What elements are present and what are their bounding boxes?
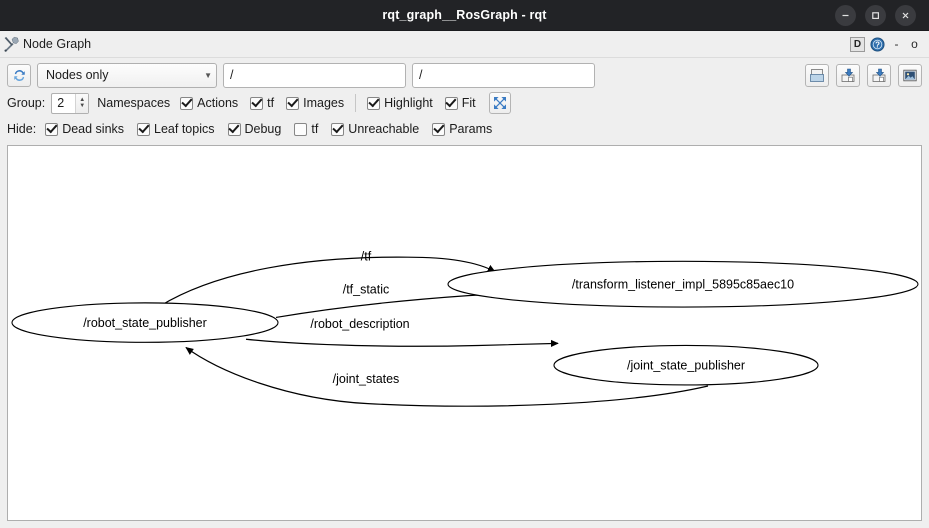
window-titlebar: rqt_graph__RosGraph - rqt	[0, 0, 929, 31]
highlight-label: Highlight	[384, 96, 433, 110]
node-label-transform-listener: /transform_listener_impl_5895c85aec10	[572, 276, 794, 291]
toolbar-separator	[355, 94, 357, 112]
minimize-button[interactable]	[835, 4, 856, 26]
group-label: Group:	[7, 96, 46, 110]
dock-detach-button[interactable]: D	[850, 36, 865, 52]
hide-tf-checkbox[interactable]	[294, 122, 308, 136]
hide-tf-label: tf	[311, 122, 319, 136]
group-value: 2	[57, 96, 65, 110]
debug-checkbox[interactable]	[227, 122, 241, 136]
fit-label: Fit	[461, 96, 476, 110]
checkbox-tf[interactable]: tf	[250, 96, 274, 110]
dead-sinks-checkbox[interactable]	[45, 122, 59, 136]
leaf-topics-checkbox[interactable]	[137, 122, 151, 136]
minimize-icon	[842, 14, 849, 16]
toolbar-options: Group: 2 ▲▼ Namespaces Actions tf Images…	[0, 88, 929, 114]
dock-title: Node Graph	[23, 37, 92, 51]
node-label-joint-state-publisher: /joint_state_publisher	[627, 357, 746, 372]
maximize-icon	[872, 11, 879, 19]
checkbox-leaf-topics[interactable]: Leaf topics	[137, 122, 215, 136]
actions-label: Actions	[197, 96, 239, 110]
graph-node-robot-state-publisher[interactable]: /robot_state_publisher	[11, 302, 279, 343]
refresh-button[interactable]	[7, 63, 31, 87]
svg-text:?: ?	[875, 40, 880, 49]
checkbox-unreachable[interactable]: Unreachable	[331, 122, 419, 136]
dock-close-button[interactable]: o	[911, 37, 918, 51]
window-title: rqt_graph__RosGraph - rqt	[382, 8, 547, 22]
folder-open-icon	[810, 68, 824, 82]
graph-type-combo[interactable]: Nodes only ▼	[37, 62, 217, 88]
images-checkbox[interactable]	[286, 96, 300, 110]
wrench-screwdriver-icon	[4, 36, 19, 52]
graph-node-joint-state-publisher[interactable]: /joint_state_publisher	[553, 344, 819, 386]
save-image-icon	[903, 69, 917, 81]
node-label-robot-state-publisher: /robot_state_publisher	[83, 315, 207, 330]
checkbox-fit[interactable]: Fit	[444, 96, 476, 110]
topic-filter-input[interactable]	[412, 62, 595, 88]
images-label: Images	[303, 96, 345, 110]
edge-tf[interactable]	[159, 256, 496, 307]
dead-sinks-label: Dead sinks	[62, 122, 125, 136]
dock-widget-header: Node Graph D ? - o	[0, 31, 929, 58]
maximize-button[interactable]	[865, 4, 886, 26]
graph-type-value: Nodes only	[46, 68, 109, 82]
save-svg-button[interactable]	[867, 63, 891, 87]
chevron-down-icon: ▼	[204, 70, 212, 80]
tf-label: tf	[267, 96, 275, 110]
highlight-checkbox[interactable]	[367, 96, 381, 110]
toolbar-main: Nodes only ▼	[0, 58, 929, 88]
edge-joint-states[interactable]	[185, 347, 709, 407]
fit-checkbox[interactable]	[444, 96, 458, 110]
fit-in-view-icon	[493, 97, 506, 109]
toolbar-hide: Hide: Dead sinks Leaf topics Debug tf Un…	[0, 114, 929, 140]
save-dot-icon	[841, 68, 855, 82]
window-controls	[835, 4, 929, 26]
checkbox-images[interactable]: Images	[286, 96, 344, 110]
checkbox-debug[interactable]: Debug	[227, 122, 282, 136]
close-icon	[902, 12, 909, 18]
unreachable-checkbox[interactable]	[331, 122, 345, 136]
checkbox-highlight[interactable]: Highlight	[367, 96, 433, 110]
save-svg-icon	[872, 68, 886, 82]
edge-label-tf: /tf	[361, 248, 372, 263]
hide-label: Hide:	[7, 122, 37, 136]
debug-label: Debug	[244, 122, 282, 136]
checkbox-actions[interactable]: Actions	[180, 96, 238, 110]
edge-label-tf-static: /tf_static	[343, 281, 390, 296]
checkbox-params[interactable]: Params	[432, 122, 492, 136]
unreachable-label: Unreachable	[348, 122, 420, 136]
edge-robot-description[interactable]	[245, 338, 559, 348]
graph-node-transform-listener[interactable]: /transform_listener_impl_5895c85aec10	[447, 260, 919, 308]
close-button[interactable]	[895, 4, 916, 26]
leaf-topics-label: Leaf topics	[154, 122, 215, 136]
tf-checkbox[interactable]	[250, 96, 264, 110]
graph-edge-labels: /tf /tf_static /robot_description /joint…	[310, 248, 409, 386]
spinbox-arrows[interactable]: ▲▼	[75, 93, 89, 113]
save-image-button[interactable]	[898, 63, 922, 87]
load-dot-button[interactable]	[805, 63, 829, 87]
refresh-icon	[13, 69, 25, 81]
params-checkbox[interactable]	[432, 122, 446, 136]
fit-in-view-button[interactable]	[488, 92, 511, 114]
params-label: Params	[449, 122, 493, 136]
checkbox-dead-sinks[interactable]: Dead sinks	[45, 122, 124, 136]
graph-svg: /tf /tf_static /robot_description /joint…	[11, 248, 919, 407]
namespaces-label: Namespaces	[97, 96, 171, 110]
edge-label-joint-states: /joint_states	[333, 371, 400, 386]
dock-minimize-button[interactable]: -	[894, 37, 899, 51]
toolbar-export-buttons	[805, 63, 922, 87]
namespace-filter-input[interactable]	[223, 62, 406, 88]
group-spinbox[interactable]: 2 ▲▼	[51, 92, 90, 114]
save-dot-button[interactable]	[836, 63, 860, 87]
help-circle-icon[interactable]: ?	[870, 36, 885, 52]
actions-checkbox[interactable]	[180, 96, 194, 110]
edge-label-robot-description: /robot_description	[310, 316, 409, 331]
dock-header-controls: D ? - o	[850, 36, 921, 52]
edge-tf-static[interactable]	[275, 290, 499, 319]
checkbox-hide-tf[interactable]: tf	[294, 122, 318, 136]
graph-canvas[interactable]: /tf /tf_static /robot_description /joint…	[7, 145, 922, 521]
